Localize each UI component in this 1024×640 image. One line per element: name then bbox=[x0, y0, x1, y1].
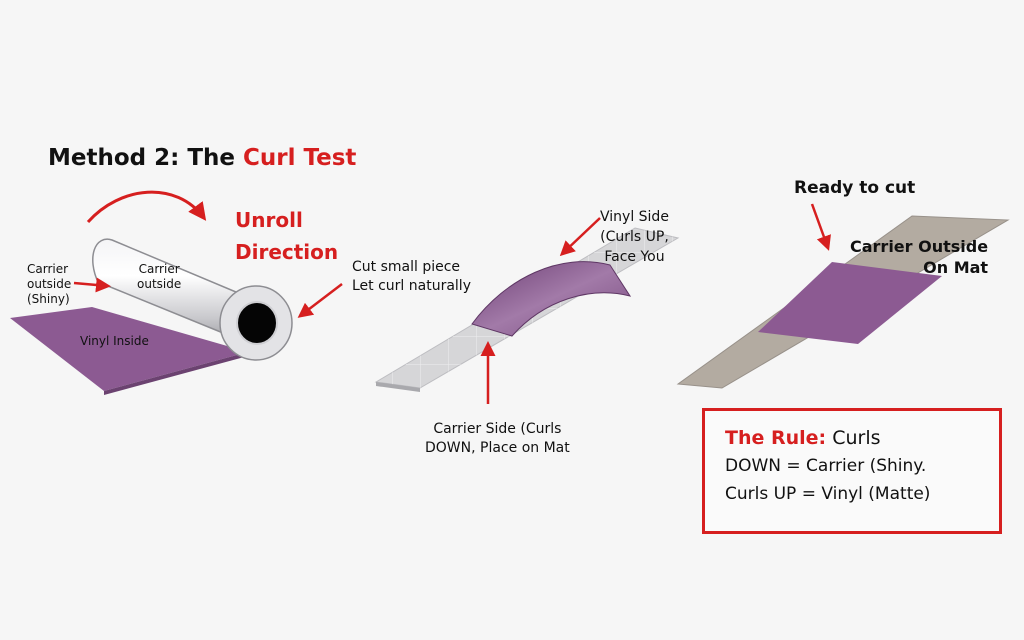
ready-to-cut-label: Ready to cut bbox=[794, 178, 916, 198]
vinyl-sheet-edge bbox=[104, 352, 248, 395]
cutting-mat-sample bbox=[374, 227, 680, 392]
roll-core bbox=[236, 301, 278, 345]
vinyl-on-mat bbox=[758, 262, 942, 344]
rule-heading: The Rule: Curls bbox=[725, 427, 881, 449]
rule-box: The Rule: Curls DOWN = Carrier (Shiny. C… bbox=[702, 408, 1002, 534]
mat-edge bbox=[376, 382, 420, 392]
cutting-mat-ready bbox=[676, 215, 1010, 389]
curved-arrow-icon bbox=[86, 190, 207, 223]
vinyl-roll bbox=[10, 238, 293, 395]
page-title: Method 2: The Curl Test bbox=[48, 145, 357, 171]
arrow-icon bbox=[810, 203, 831, 251]
vinyl-side-label: Vinyl Side(Curls UP,Face You bbox=[600, 209, 669, 265]
unrolled-vinyl-sheet bbox=[10, 307, 248, 391]
title-highlight: Curl Test bbox=[243, 145, 357, 171]
vinyl-inside-label: Vinyl Inside bbox=[80, 334, 149, 348]
rule-line-vinyl: Curls UP = Vinyl (Matte) bbox=[725, 484, 931, 504]
arrow-icon bbox=[297, 283, 343, 318]
curled-vinyl-piece bbox=[471, 261, 632, 337]
arrow-icon bbox=[73, 277, 111, 293]
arrow-icon bbox=[559, 217, 601, 257]
rule-line-carrier: DOWN = Carrier (Shiny. bbox=[725, 456, 927, 476]
rule-label: The Rule: bbox=[725, 427, 827, 449]
